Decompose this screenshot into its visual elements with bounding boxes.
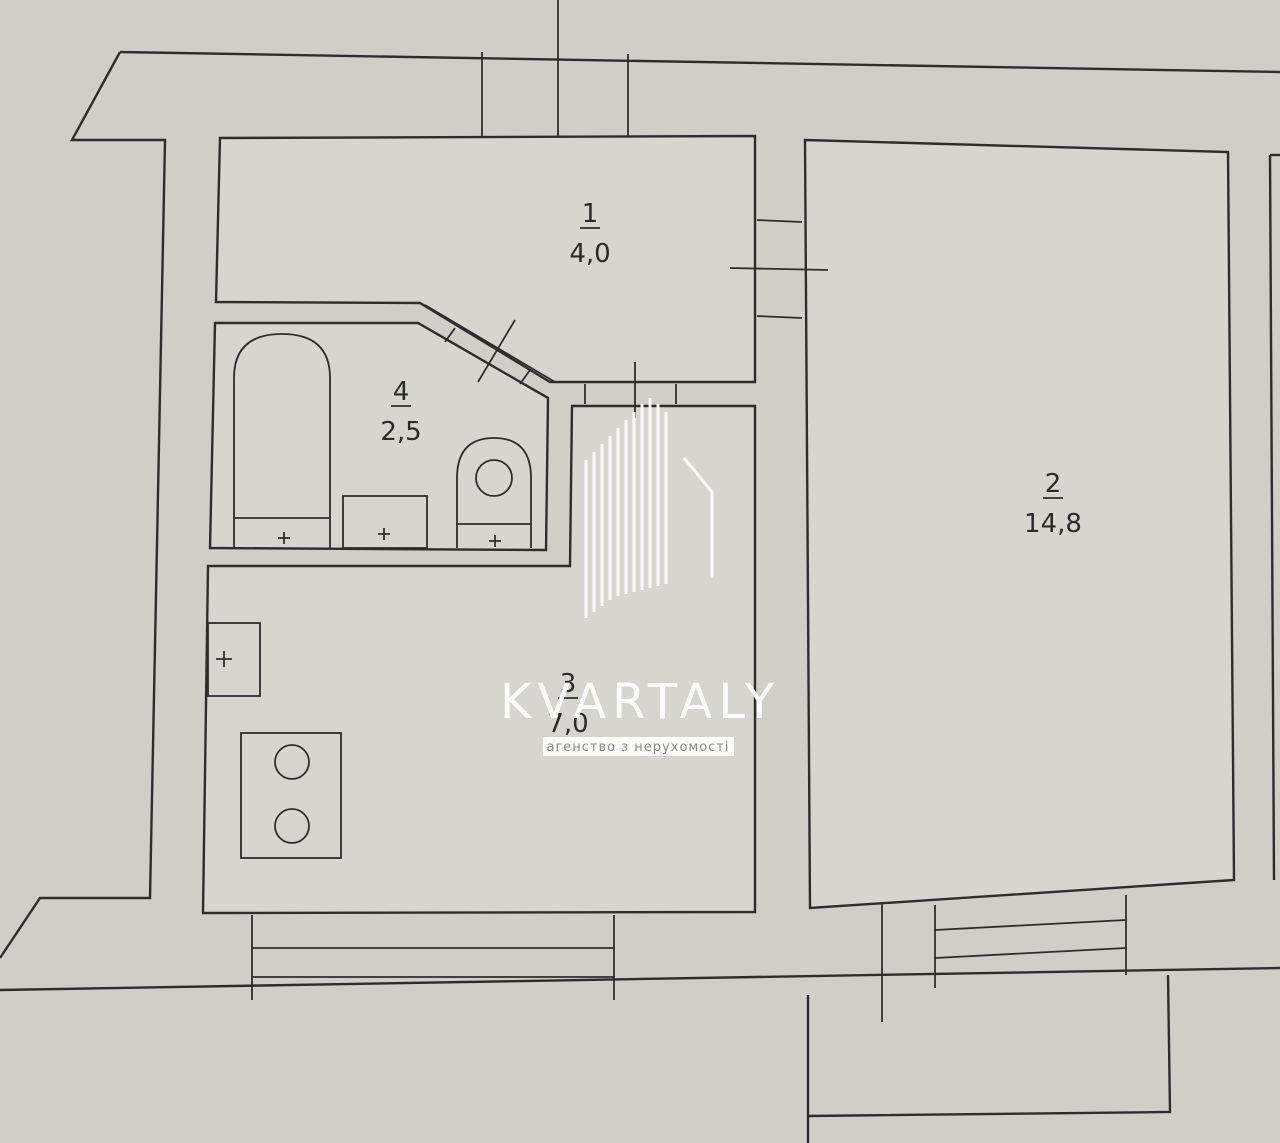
sink-icon [342, 495, 428, 549]
stove-icon [240, 732, 342, 859]
room-number-1: 1 [582, 199, 599, 229]
room-label-2: 2 14,8 [1024, 469, 1082, 539]
watermark-tagline-bg [543, 737, 734, 756]
room-number-2: 2 [1045, 469, 1062, 499]
watermark-brand: KVARTALY [500, 674, 780, 730]
bathroom-door [424, 304, 556, 383]
room-2-living [729, 138, 1236, 910]
room-area-4: 2,5 [380, 417, 421, 447]
room-area-1: 4,0 [569, 239, 610, 269]
room-label-3: 3 7,0 [547, 669, 588, 739]
watermark: KVARTALY агенство з нерухомості [500, 398, 780, 756]
room-number-4: 4 [393, 377, 410, 407]
watermark-logo-icon [584, 398, 714, 618]
room-4-bathroom [208, 304, 556, 552]
room-label-1: 1 4,0 [569, 199, 610, 269]
kitchen-sink-icon [207, 622, 261, 697]
bathtub-icon [233, 333, 331, 548]
room-1-hallway [214, 134, 757, 384]
room-number-3: 3 [560, 669, 577, 699]
toilet-icon [456, 437, 532, 548]
room-label-4: 4 2,5 [380, 377, 421, 447]
room-area-2: 14,8 [1024, 509, 1082, 539]
watermark-tagline: агенство з нерухомості [547, 740, 730, 755]
room-area-3: 7,0 [547, 709, 588, 739]
